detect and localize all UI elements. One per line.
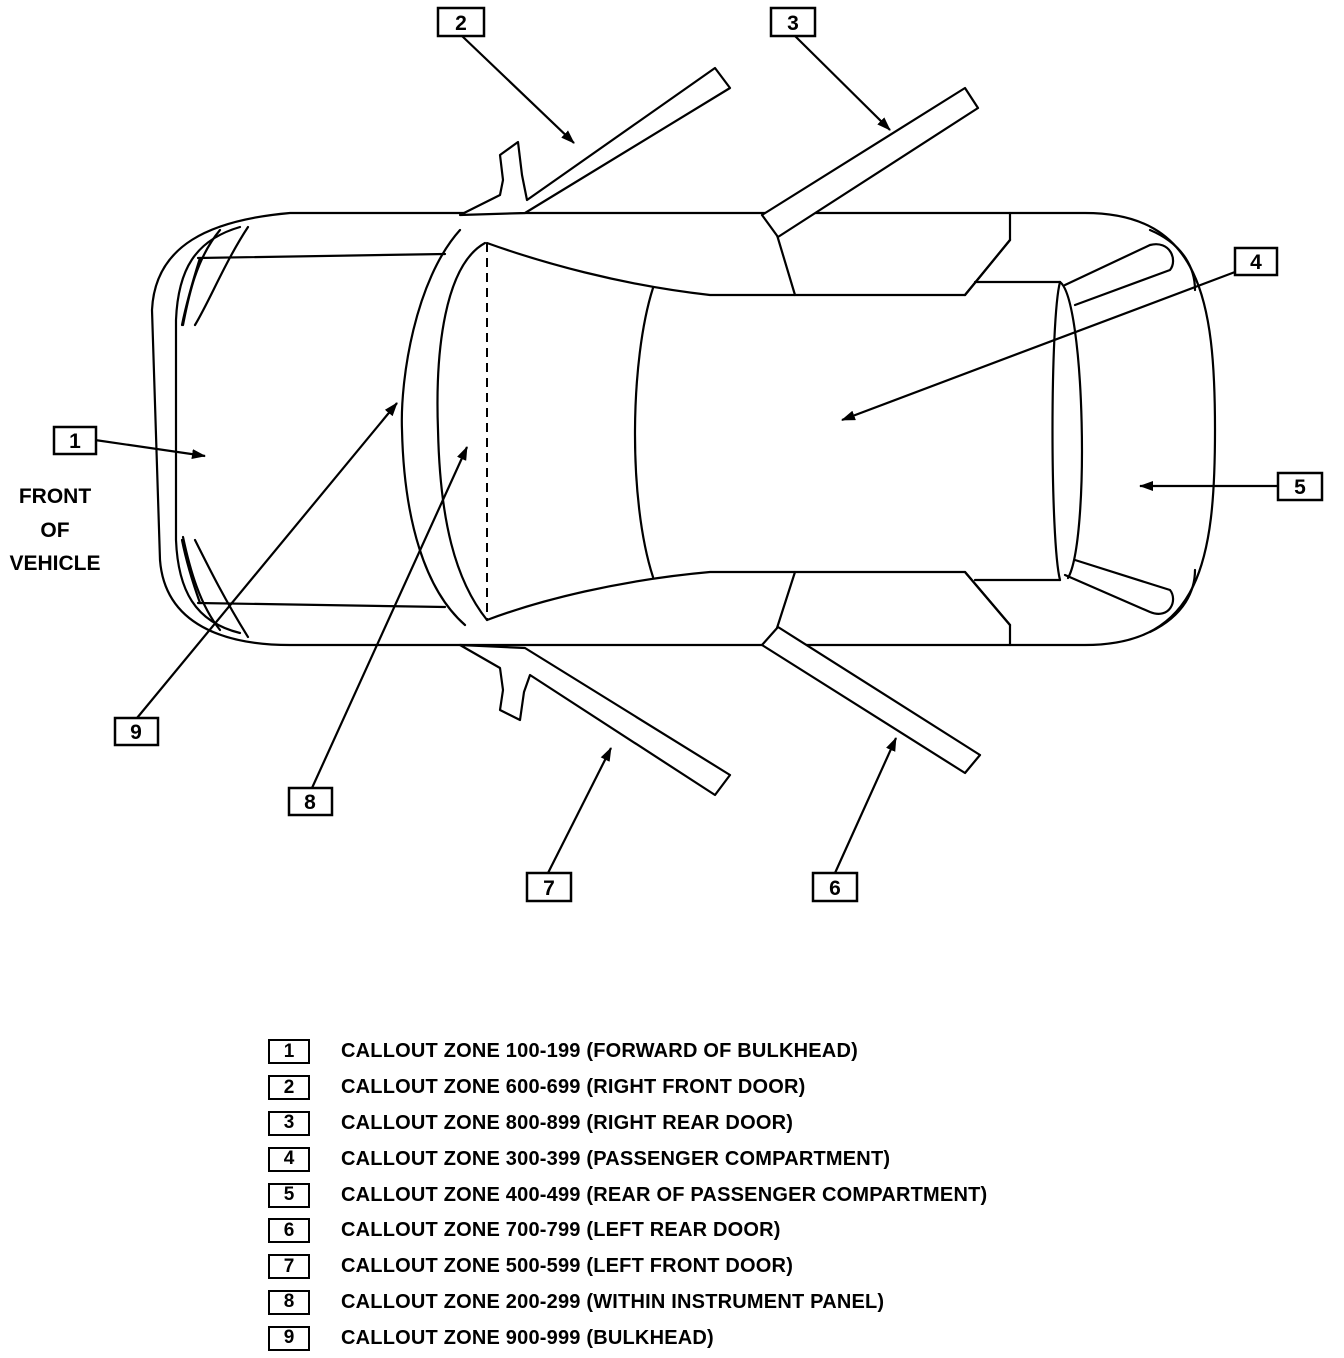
front-label-line-3: VEHICLE bbox=[9, 552, 100, 575]
callout-8-label: 8 bbox=[304, 791, 316, 814]
callout-leaders bbox=[94, 35, 1278, 874]
callout-zone-legend: 1 CALLOUT ZONE 100-199 (FORWARD OF BULKH… bbox=[268, 1034, 1168, 1356]
legend-box-5: 5 bbox=[268, 1182, 310, 1208]
callout-6-label: 6 bbox=[829, 877, 841, 900]
callout-1-label: 1 bbox=[69, 430, 81, 453]
legend-box-7: 7 bbox=[268, 1254, 310, 1280]
callout-7: 7 bbox=[525, 871, 573, 903]
legend-box-9: 9 bbox=[268, 1325, 310, 1351]
legend-text-3: CALLOUT ZONE 800-899 (RIGHT REAR DOOR) bbox=[341, 1111, 794, 1134]
legend-row-7: 7 CALLOUT ZONE 500-599 (LEFT FRONT DOOR) bbox=[268, 1249, 1168, 1285]
left-front-door bbox=[458, 643, 732, 797]
legend-row-2: 2 CALLOUT ZONE 600-699 (RIGHT FRONT DOOR… bbox=[268, 1070, 1168, 1106]
legend-row-4: 4 CALLOUT ZONE 300-399 (PASSENGER COMPAR… bbox=[268, 1141, 1168, 1177]
callout-5: 5 bbox=[1276, 471, 1324, 502]
callout-3: 3 bbox=[769, 6, 817, 38]
legend-row-5: 5 CALLOUT ZONE 400-499 (REAR OF PASSENGE… bbox=[268, 1177, 1168, 1213]
callout-7-label: 7 bbox=[543, 877, 555, 900]
legend-text-8: CALLOUT ZONE 200-299 (WITHIN INSTRUMENT … bbox=[341, 1290, 885, 1313]
legend-text-5: CALLOUT ZONE 400-499 (REAR OF PASSENGER … bbox=[341, 1183, 988, 1206]
legend-text-4: CALLOUT ZONE 300-399 (PASSENGER COMPARTM… bbox=[341, 1147, 891, 1170]
callout-6: 6 bbox=[811, 871, 859, 903]
legend-row-3: 3 CALLOUT ZONE 800-899 (RIGHT REAR DOOR) bbox=[268, 1106, 1168, 1142]
legend-row-8: 8 CALLOUT ZONE 200-299 (WITHIN INSTRUMEN… bbox=[268, 1285, 1168, 1321]
legend-row-6: 6 CALLOUT ZONE 700-799 (LEFT REAR DOOR) bbox=[268, 1213, 1168, 1249]
callout-2-label: 2 bbox=[455, 12, 467, 35]
callout-9: 9 bbox=[113, 716, 160, 747]
legend-text-2: CALLOUT ZONE 600-699 (RIGHT FRONT DOOR) bbox=[341, 1076, 806, 1099]
front-of-vehicle-label: FRONT OF VEHICLE bbox=[9, 485, 100, 575]
legend-text-1: CALLOUT ZONE 100-199 (FORWARD OF BULKHEA… bbox=[341, 1040, 858, 1063]
legend-box-1: 1 bbox=[268, 1039, 310, 1065]
right-rear-door bbox=[760, 86, 980, 239]
callout-5-label: 5 bbox=[1294, 476, 1306, 499]
callout-4: 4 bbox=[1233, 246, 1279, 277]
callout-3-label: 3 bbox=[787, 12, 799, 35]
callout-9-label: 9 bbox=[130, 721, 142, 744]
callout-8: 8 bbox=[287, 786, 334, 817]
legend-box-3: 3 bbox=[268, 1110, 310, 1136]
callout-1: 1 bbox=[52, 425, 98, 456]
legend-box-6: 6 bbox=[268, 1218, 310, 1244]
right-front-door bbox=[458, 66, 732, 217]
vehicle-outline bbox=[150, 211, 1217, 647]
front-label-line-1: FRONT bbox=[19, 485, 91, 508]
legend-text-7: CALLOUT ZONE 500-599 (LEFT FRONT DOOR) bbox=[341, 1255, 794, 1278]
callout-4-label: 4 bbox=[1250, 251, 1262, 274]
callout-2: 2 bbox=[436, 6, 486, 38]
legend-text-6: CALLOUT ZONE 700-799 (LEFT REAR DOOR) bbox=[341, 1219, 781, 1242]
front-label-line-2: OF bbox=[40, 519, 69, 542]
left-rear-door bbox=[760, 625, 982, 775]
legend-text-9: CALLOUT ZONE 900-999 (BULKHEAD) bbox=[341, 1326, 714, 1349]
legend-row-9: 9 CALLOUT ZONE 900-999 (BULKHEAD) bbox=[268, 1320, 1168, 1356]
legend-box-8: 8 bbox=[268, 1289, 310, 1315]
legend-box-2: 2 bbox=[268, 1075, 310, 1101]
legend-box-4: 4 bbox=[268, 1146, 310, 1172]
legend-row-1: 1 CALLOUT ZONE 100-199 (FORWARD OF BULKH… bbox=[268, 1034, 1168, 1070]
